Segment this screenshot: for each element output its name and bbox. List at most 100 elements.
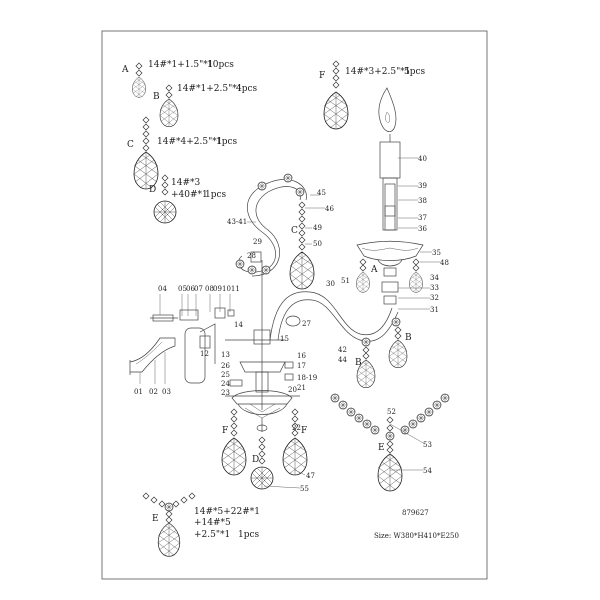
- part-38: 38: [418, 197, 427, 205]
- callout-b-right: B: [405, 333, 412, 343]
- curved-arm: [269, 291, 408, 389]
- part-37: 37: [418, 214, 427, 222]
- legend-f-qty: 5pcs: [404, 67, 426, 77]
- part-18-19: 18-19: [297, 374, 317, 382]
- part-03: 03: [162, 388, 171, 396]
- legend-c-letter: C: [127, 140, 134, 150]
- part-36: 36: [418, 225, 427, 233]
- part-06: 06: [186, 285, 195, 293]
- legend-c: C 14#*4+2.5"*1 1pcs: [127, 116, 238, 190]
- part-33: 33: [430, 284, 439, 292]
- part-21: 21: [297, 384, 306, 392]
- legend-b-qty: 4pcs: [236, 84, 258, 94]
- part-20: 20: [288, 386, 297, 394]
- part-39: 39: [418, 182, 427, 190]
- candle-assembly: [356, 87, 424, 305]
- callout-letters: C A B B F F D E: [222, 226, 412, 465]
- part-43-41: 43-41: [227, 218, 247, 226]
- part-53: 53: [423, 441, 432, 449]
- legend-f-letter: F: [319, 71, 325, 81]
- part-28: 28: [247, 252, 256, 260]
- part-30: 30: [326, 280, 335, 288]
- part-42: 42: [338, 346, 347, 354]
- legend-c-qty: 1pcs: [216, 137, 238, 147]
- legend-d-spec2: +40#*1: [171, 190, 208, 200]
- part-29: 29: [253, 238, 262, 246]
- part-27: 27: [302, 320, 311, 328]
- legend-b: B 14#*1+2.5"*1 4pcs: [153, 84, 258, 128]
- callout-e: E: [378, 443, 385, 453]
- part-02: 02: [149, 388, 158, 396]
- s-arm: [235, 173, 315, 290]
- legend-c-spec: 14#*4+2.5"*1: [157, 137, 222, 147]
- model-number: 879627: [402, 509, 429, 517]
- legend-e-letter: E: [152, 514, 159, 524]
- legend-d: D 14#*3 +40#*1 1pcs: [149, 174, 227, 224]
- frame-border: [101, 30, 488, 580]
- part-15: 15: [280, 335, 289, 343]
- part-08: 08: [205, 285, 214, 293]
- legend-e-spec1: 14#*5+22#*1: [194, 507, 260, 517]
- part-16: 16: [297, 352, 306, 360]
- part-05: 05: [178, 285, 187, 293]
- part-09: 09: [213, 285, 222, 293]
- legend-b-letter: B: [153, 92, 160, 102]
- part-45: 45: [317, 189, 326, 197]
- legend-b-spec: 14#*1+2.5"*1: [177, 84, 242, 94]
- callout-f-right: F: [301, 426, 307, 436]
- part-52: 52: [387, 408, 396, 416]
- legend-f-spec: 14#*3+2.5"*1: [345, 67, 410, 77]
- callout-c: C: [291, 226, 298, 236]
- wall-bracket: [129, 294, 235, 384]
- part-48: 48: [440, 259, 449, 267]
- part-44: 44: [338, 356, 347, 364]
- part-13: 13: [221, 351, 230, 359]
- part-32: 32: [430, 294, 439, 302]
- part-01: 01: [134, 388, 143, 396]
- part-49: 49: [313, 224, 322, 232]
- part-46: 46: [325, 205, 334, 213]
- part-40: 40: [418, 155, 427, 163]
- part-07: 07: [194, 285, 203, 293]
- body-drops: [221, 408, 308, 490]
- legend-a-qty: 10pcs: [207, 60, 234, 70]
- part-35: 35: [432, 249, 441, 257]
- legend-e-qty: 1pcs: [238, 530, 260, 540]
- part-34: 34: [430, 274, 439, 282]
- legend-e-spec2: +14#*5: [194, 518, 231, 528]
- part-04: 04: [158, 285, 167, 293]
- part-22: 22: [292, 424, 301, 432]
- part-31: 31: [430, 306, 439, 314]
- legend-d-qty: 1pcs: [205, 190, 227, 200]
- part-numbers: 40 39 38 37 36 35 48 34 33 32 31 51 30 2…: [134, 155, 449, 493]
- part-26: 26: [221, 362, 230, 370]
- callout-a: A: [370, 265, 378, 275]
- legend-d-spec1: 14#*3: [171, 178, 200, 188]
- size-spec: Size: W380*H410*E250: [374, 532, 459, 540]
- part-25: 25: [221, 371, 230, 379]
- callout-f-left: F: [222, 426, 228, 436]
- callout-d: D: [252, 455, 259, 465]
- part-23: 23: [221, 389, 230, 397]
- legend-e: E 14#*5+22#*1 +14#*5 +2.5"*1 1pcs: [142, 492, 260, 557]
- part-1011: 1011: [222, 285, 240, 293]
- legend-f: F 14#*3+2.5"*1 5pcs: [319, 60, 426, 130]
- legend-a-letter: A: [121, 65, 129, 75]
- legend-d-letter: D: [149, 185, 156, 195]
- leader-lines: [247, 157, 440, 489]
- callout-b-left: B: [355, 358, 362, 368]
- legend-a-spec: 14#*1+1.5"*1: [148, 60, 213, 70]
- part-55: 55: [300, 485, 309, 493]
- part-24: 24: [221, 380, 230, 388]
- part-17: 17: [297, 362, 306, 370]
- part-12: 12: [200, 350, 209, 358]
- central-body: [225, 260, 300, 432]
- part-50: 50: [313, 240, 322, 248]
- part-47: 47: [306, 472, 315, 480]
- part-51: 51: [341, 277, 350, 285]
- part-14: 14: [234, 321, 243, 329]
- legend-e-spec3: +2.5"*1: [194, 530, 230, 540]
- part-54: 54: [423, 467, 432, 475]
